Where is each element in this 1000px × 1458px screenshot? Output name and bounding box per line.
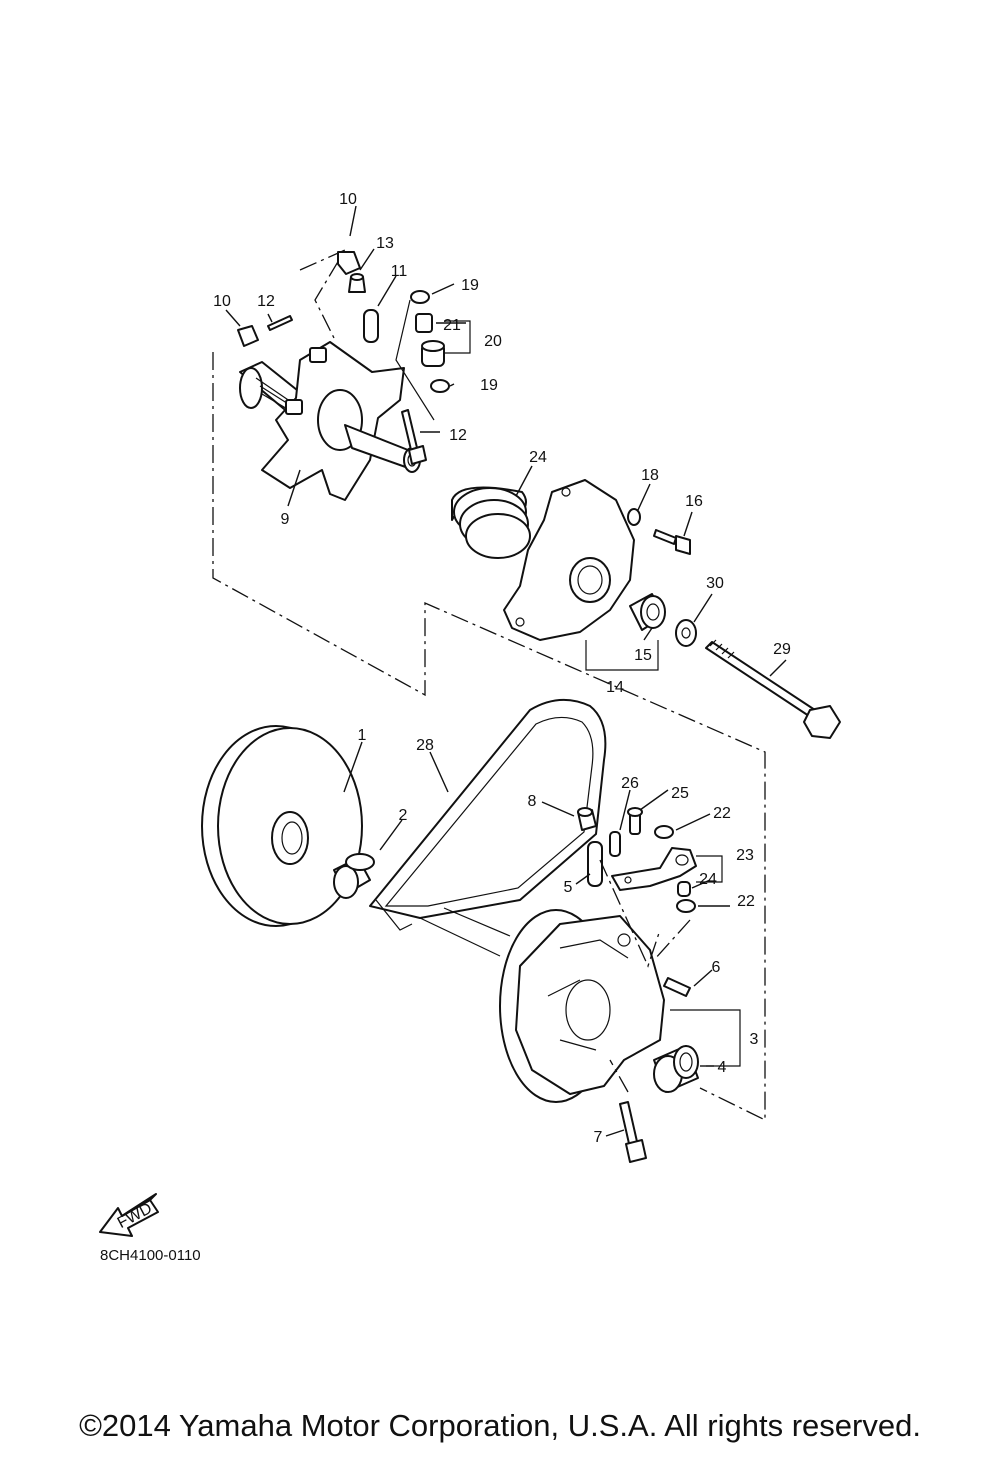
callout-24: 24 [699, 871, 717, 888]
callout-26: 26 [621, 775, 639, 792]
callout-16: 15 [634, 647, 652, 664]
fwd-label: FWD [115, 1200, 155, 1232]
assembly-dashed-link-top [299, 248, 347, 341]
part-12-pin [363, 309, 379, 343]
part-26-pin [609, 831, 621, 857]
part-20-roller [421, 340, 445, 367]
part-21-bushing [415, 313, 433, 333]
assembly-dashed-outline [212, 352, 766, 1122]
part-22-washer-upper [654, 825, 674, 839]
copyright-notice: ©2014 Yamaha Motor Corporation, U.S.A. A… [79, 1408, 921, 1443]
callout-17: 16 [685, 493, 703, 510]
callout-25: 25 [671, 785, 689, 802]
part-24-bushing [677, 881, 691, 897]
callout-15: 14 [606, 679, 624, 696]
part-19-washer-lower [430, 379, 450, 393]
part-2-bushing [333, 853, 375, 899]
callout-28: 28 [416, 737, 434, 754]
callout-22-upper: 22 [713, 805, 731, 822]
callout-labels: 10 13 11 19 10 12 21 20 19 12 24 18 16 9… [213, 191, 791, 1146]
callout-2: 2 [399, 807, 408, 824]
part-23-ramp-lever [611, 847, 697, 891]
part-10-weight-upper [337, 251, 361, 275]
callout-8: 8 [528, 793, 537, 810]
exploded-parts-diagram: 10 13 11 19 10 12 21 20 19 12 24 18 16 9… [99, 191, 841, 1264]
callout-7: 7 [594, 1129, 603, 1146]
part-1-fixed-sheave [201, 725, 363, 927]
callout-3: 3 [750, 1031, 759, 1048]
part-11-pin [267, 315, 293, 331]
callout-12: 11 [391, 263, 408, 280]
callout-9: 9 [281, 511, 290, 528]
callout-11: 12 [257, 293, 275, 310]
callout-30: 30 [706, 575, 724, 592]
part-9-spider-hub [239, 341, 421, 501]
part-13-bolt [401, 409, 427, 465]
part-17-bolt [653, 529, 691, 555]
part-27-spring [451, 486, 531, 559]
callout-5: 5 [564, 879, 573, 896]
callout-19-upper: 19 [461, 277, 479, 294]
part-15-spider-cover [503, 479, 635, 641]
part-14-nut [348, 273, 366, 293]
callout-10-lower: 10 [213, 293, 231, 310]
callout-27: 24 [529, 449, 547, 466]
drawing-code: 8CH4100-0110 [100, 1247, 201, 1264]
part-19-washer-upper [410, 290, 430, 304]
part-29-long-bolt [705, 639, 841, 739]
callout-18: 18 [641, 467, 659, 484]
callout-6: 6 [712, 959, 721, 976]
callout-10-upper: 10 [339, 191, 357, 208]
part-3-secondary-sheave [499, 909, 665, 1103]
part-8-nut [577, 807, 597, 831]
part-30-washer [675, 619, 697, 647]
callout-21: 21 [443, 317, 461, 334]
callout-19-lower: 19 [480, 377, 498, 394]
callout-4: 4 [718, 1059, 727, 1076]
fwd-arrow-icon: FWD [99, 1193, 159, 1237]
part-5-pin [587, 841, 603, 887]
part-28-drive-belt [369, 698, 607, 957]
part-4-bushing [653, 1045, 699, 1093]
leader-lines [225, 205, 787, 1137]
callout-23: 23 [736, 847, 754, 864]
callout-14: 13 [376, 235, 394, 252]
part-7-bolt [619, 1101, 647, 1163]
part-22-washer-lower [676, 899, 696, 913]
callout-1: 1 [358, 727, 367, 744]
callout-29: 29 [773, 641, 791, 658]
part-18-washer [627, 508, 641, 526]
part-16-bushing [629, 593, 666, 631]
part-10-weight-lower [237, 325, 259, 347]
callout-13: 12 [449, 427, 467, 444]
part-25-screw [627, 807, 643, 835]
callout-20: 20 [484, 333, 502, 350]
callout-22-lower: 22 [737, 893, 755, 910]
part-6-set-screw [663, 977, 691, 997]
